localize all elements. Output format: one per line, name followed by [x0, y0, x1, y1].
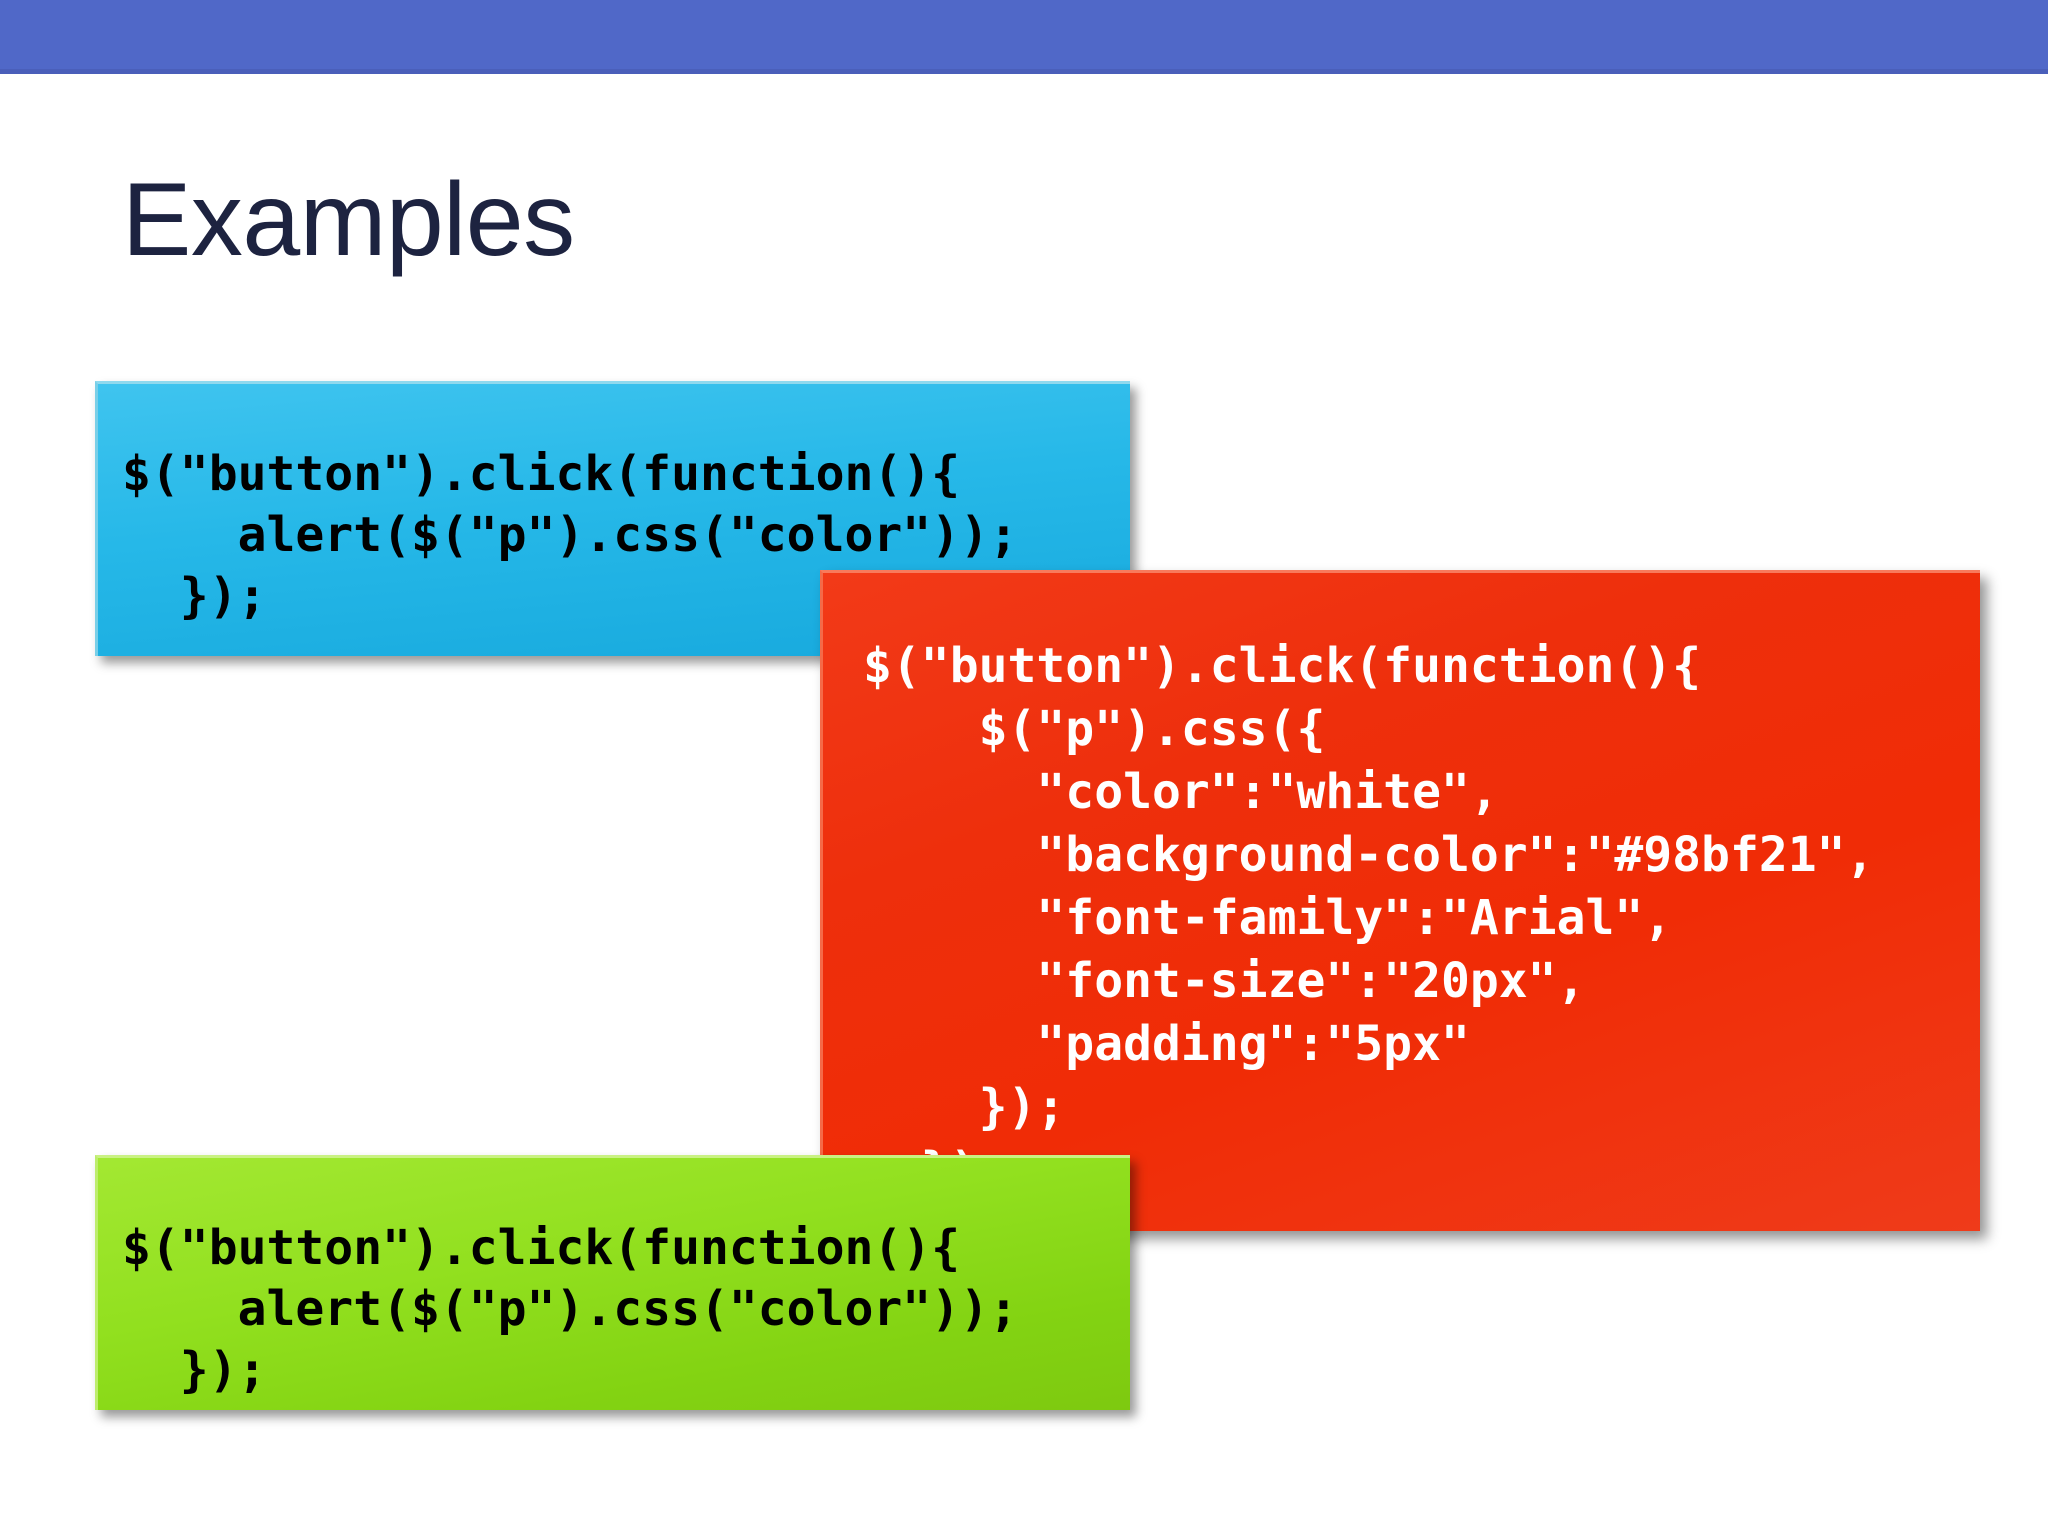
code-card-blue: $("button").click(function(){ alert($("p… [95, 381, 1130, 656]
code-block-blue: $("button").click(function(){ alert($("p… [122, 446, 1018, 624]
page-title: Examples [122, 162, 575, 278]
code-card-red: $("button").click(function(){ $("p").css… [820, 570, 1980, 1231]
code-block-red: $("button").click(function(){ $("p").css… [863, 638, 1875, 1198]
code-block-green: $("button").click(function(){ alert($("p… [122, 1220, 1018, 1398]
code-card-green: $("button").click(function(){ alert($("p… [95, 1155, 1130, 1410]
slide-top-banner [0, 0, 2048, 74]
